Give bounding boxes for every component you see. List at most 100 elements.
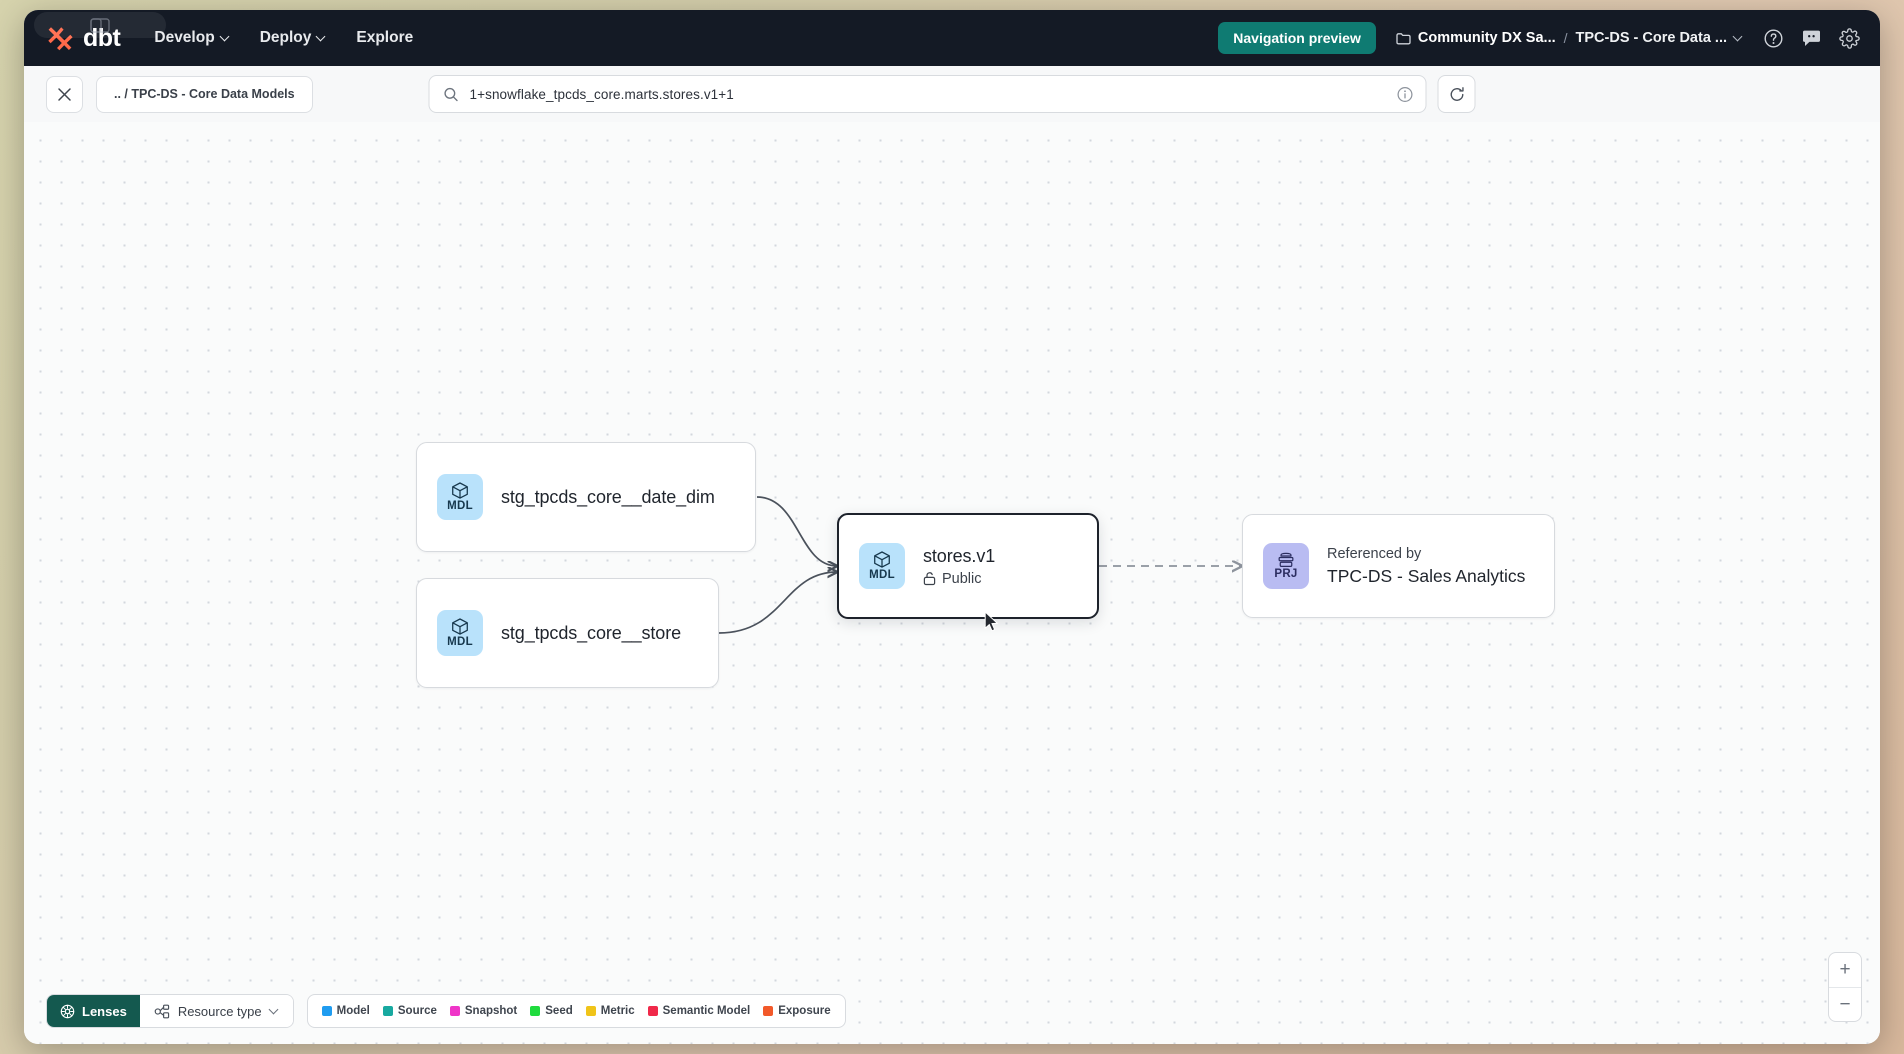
breadcrumb-pill[interactable]: .. / TPC-DS - Core Data Models	[96, 75, 313, 113]
legend-label: Exposure	[778, 1005, 831, 1017]
lineage-toolbar: .. / TPC-DS - Core Data Models	[24, 66, 1880, 122]
legend-item-semantic-model: Semantic Model	[647, 1005, 751, 1017]
primary-nav-links: Develop Deploy Explore	[154, 29, 413, 47]
graph-node-stg-store[interactable]: MDL stg_tpcds_core__store	[416, 578, 719, 688]
navigation-preview-badge[interactable]: Navigation preview	[1218, 22, 1376, 54]
application-window: dbt Develop Deploy Explore Navigation pr…	[24, 10, 1880, 1044]
node-badge-mdl: MDL	[437, 474, 483, 520]
legend-swatch	[530, 1006, 541, 1016]
breadcrumb-separator: /	[1563, 30, 1568, 46]
bottom-toolbar: Lenses Resource type Model Source	[46, 994, 846, 1028]
node-access-badge: Public	[923, 571, 995, 587]
legend-item-seed: Seed	[530, 1005, 573, 1017]
nav-link-develop[interactable]: Develop	[154, 29, 229, 47]
lens-icon	[60, 1004, 75, 1018]
node-title: stg_tpcds_core__store	[501, 622, 682, 643]
lineage-canvas[interactable]: MDL stg_tpcds_core__date_dim MDL stg_tpc…	[24, 122, 1880, 1044]
refresh-button[interactable]	[1437, 75, 1476, 113]
chevron-down-icon	[270, 1006, 279, 1015]
node-badge-mdl: MDL	[859, 543, 905, 589]
info-icon[interactable]	[1397, 86, 1414, 103]
node-text-block: stg_tpcds_core__date_dim	[501, 487, 715, 508]
legend-swatch	[382, 1006, 393, 1016]
resource-type-label: Resource type	[177, 1003, 262, 1019]
feedback-icon[interactable]	[1801, 29, 1822, 48]
search-input[interactable]	[469, 86, 1386, 102]
window-tab-icon	[90, 17, 110, 33]
legend-label: Seed	[545, 1005, 573, 1017]
help-icon[interactable]	[1763, 28, 1784, 49]
search-area	[428, 75, 1476, 113]
lenses-button[interactable]: Lenses	[47, 995, 140, 1027]
chevron-down-icon	[317, 33, 326, 42]
node-kicker: Referenced by	[1327, 545, 1422, 562]
edge-store-to-stores	[718, 572, 837, 634]
breadcrumb-account-label: Community DX Sa...	[1417, 30, 1556, 46]
node-access-label: Public	[942, 570, 982, 587]
legend-label: Snapshot	[464, 1005, 518, 1017]
close-button[interactable]	[46, 75, 83, 113]
folder-icon	[1396, 32, 1411, 44]
legend-item-metric: Metric	[585, 1005, 635, 1017]
nav-link-deploy[interactable]: Deploy	[260, 29, 327, 47]
close-icon	[58, 87, 71, 101]
dbt-mark-icon	[48, 27, 73, 51]
legend-label: Model	[336, 1005, 370, 1017]
search-box[interactable]	[428, 75, 1427, 113]
node-text-block: stores.v1 Public	[923, 546, 995, 587]
lenses-label: Lenses	[82, 1003, 127, 1019]
unlock-icon	[923, 572, 936, 586]
edge-layer	[718, 496, 1880, 634]
graph-node-stg-date-dim[interactable]: MDL stg_tpcds_core__date_dim	[416, 442, 756, 552]
cube-icon	[452, 618, 468, 635]
legend-item-source: Source	[382, 1005, 437, 1017]
breadcrumb-project[interactable]: TPC-DS - Core Data ...	[1576, 30, 1743, 46]
legend-swatch	[585, 1006, 596, 1016]
legend-swatch	[763, 1006, 774, 1016]
node-badge-prj: PRJ	[1263, 543, 1309, 589]
resource-type-legend: Model Source Snapshot Seed Metric Semant…	[306, 994, 846, 1028]
nav-link-explore-label: Explore	[356, 29, 414, 46]
node-title: stg_tpcds_core__date_dim	[501, 486, 715, 507]
dbt-logo[interactable]: dbt	[46, 23, 121, 53]
node-badge-abbr: MDL	[869, 569, 895, 582]
legend-label: Source	[397, 1005, 437, 1017]
breadcrumb-account[interactable]: Community DX Sa...	[1396, 30, 1556, 46]
window-chrome-pill	[34, 12, 166, 38]
legend-swatch	[321, 1006, 332, 1016]
lenses-group: Lenses Resource type	[46, 994, 294, 1028]
brand-wordmark: dbt	[83, 23, 121, 52]
chevron-down-icon	[221, 33, 230, 42]
nav-link-develop-label: Develop	[154, 29, 215, 46]
resource-type-button[interactable]: Resource type	[139, 995, 293, 1027]
node-badge-abbr: MDL	[447, 636, 473, 649]
cube-icon	[452, 482, 468, 499]
node-badge-abbr: MDL	[447, 500, 473, 513]
graph-node-stores-v1[interactable]: MDL stores.v1 Public	[837, 513, 1099, 619]
refresh-icon	[1450, 86, 1464, 101]
top-navigation-bar: dbt Develop Deploy Explore Navigation pr…	[24, 10, 1880, 66]
graph-node-referenced-project[interactable]: PRJ Referenced by TPC-DS - Sales Analyti…	[1242, 514, 1555, 618]
zoom-controls: + −	[1828, 952, 1862, 1022]
node-title: stores.v1	[923, 545, 996, 566]
cube-icon	[874, 551, 890, 568]
node-badge-mdl: MDL	[437, 610, 483, 656]
node-badge-abbr: PRJ	[1274, 568, 1298, 581]
project-stack-icon	[1278, 552, 1294, 568]
legend-label: Semantic Model	[662, 1005, 751, 1017]
breadcrumb: Community DX Sa... / TPC-DS - Core Data …	[1396, 30, 1743, 46]
breadcrumb-project-label: TPC-DS - Core Data ...	[1575, 30, 1727, 46]
legend-item-exposure: Exposure	[763, 1005, 831, 1017]
legend-swatch	[647, 1006, 658, 1016]
zoom-in-button[interactable]: +	[1839, 959, 1851, 980]
legend-item-model: Model	[321, 1005, 370, 1017]
edge-date-dim-to-stores	[756, 496, 837, 566]
nav-link-deploy-label: Deploy	[259, 29, 312, 46]
node-text-block: Referenced by TPC-DS - Sales Analytics	[1327, 546, 1525, 587]
nav-link-explore[interactable]: Explore	[356, 29, 413, 47]
settings-gear-icon[interactable]	[1839, 27, 1860, 49]
search-icon	[444, 87, 458, 101]
legend-label: Metric	[600, 1005, 635, 1017]
zoom-out-button[interactable]: −	[1829, 987, 1861, 1021]
resource-type-icon	[154, 1004, 169, 1018]
